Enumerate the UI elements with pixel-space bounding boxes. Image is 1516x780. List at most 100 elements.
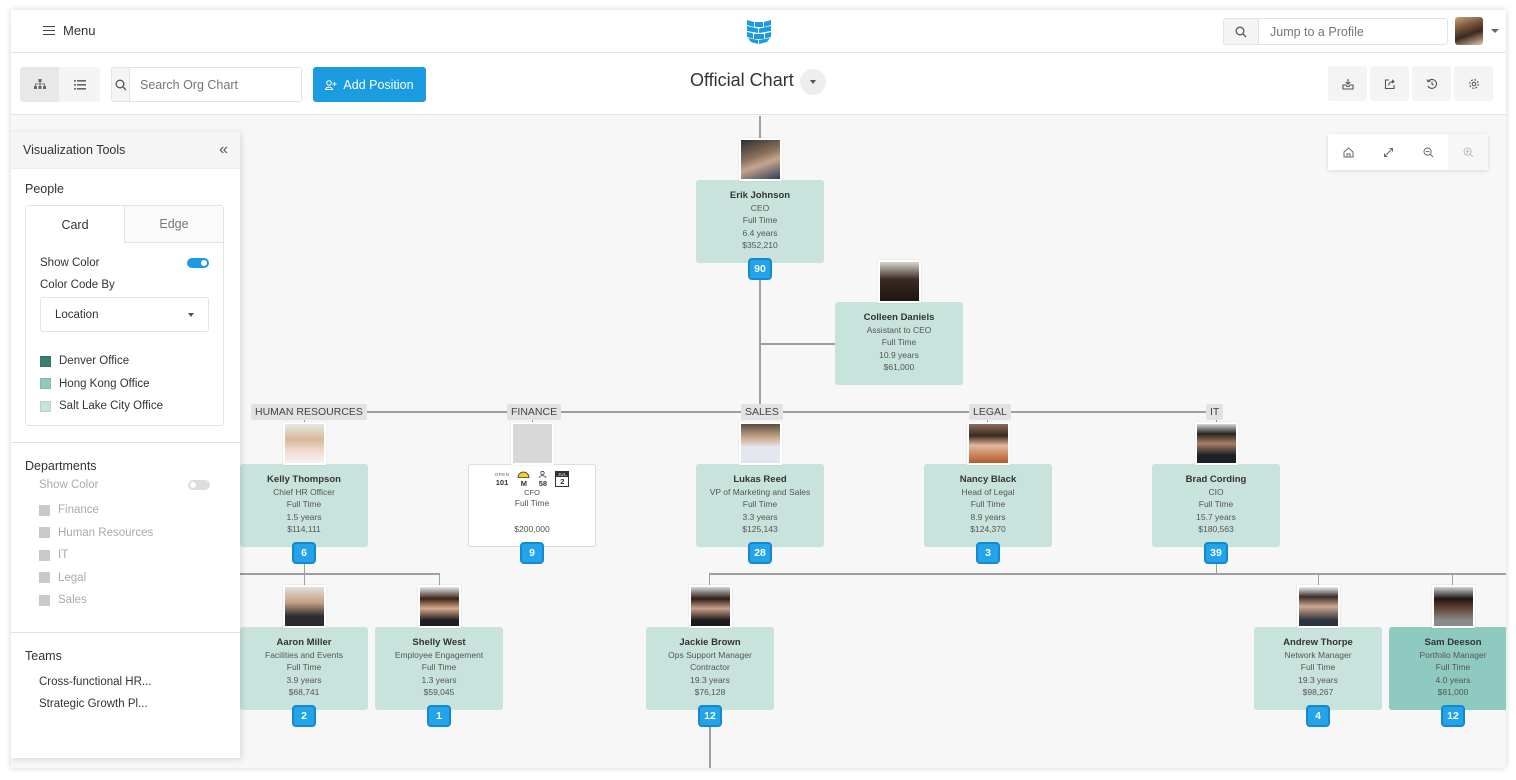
- profile-search-input[interactable]: [1259, 19, 1447, 44]
- menu-button[interactable]: Menu: [43, 23, 96, 38]
- person-card[interactable]: Nancy Black Head of Legal Full Time 8.9 …: [924, 464, 1052, 547]
- divider: [11, 442, 240, 443]
- person-title: VP of Marketing and Sales: [709, 487, 811, 497]
- zoom-in-button[interactable]: [1448, 134, 1488, 170]
- panel-title: Visualization Tools: [23, 143, 126, 157]
- share-button[interactable]: [1370, 66, 1409, 101]
- calendar-icon: JUL 2: [555, 471, 570, 487]
- people-settings-box: Card Edge Show Color Color Code By Locat…: [25, 205, 224, 426]
- tenure: 3.3 years: [742, 511, 778, 522]
- add-position-button[interactable]: Add Position: [313, 67, 426, 102]
- avatar: [1297, 585, 1340, 628]
- dept-label: Sales: [58, 594, 87, 607]
- person-card[interactable]: Lukas Reed VP of Marketing and Sales Ful…: [696, 464, 824, 547]
- salary: $114,111: [287, 523, 321, 534]
- dept-label-it[interactable]: IT: [1206, 404, 1224, 420]
- settings-button[interactable]: [1454, 66, 1493, 101]
- chart-actions: [1328, 66, 1493, 101]
- zoom-in-icon: [1463, 147, 1473, 157]
- direct-reports-count[interactable]: 28: [748, 542, 772, 564]
- org-chart-canvas[interactable]: HUMAN RESOURCES FINANCE SALES LEGAL IT E…: [11, 116, 1506, 768]
- color-swatch: [39, 527, 50, 539]
- connector-line: [709, 573, 1506, 575]
- salary: $180,563: [1198, 523, 1234, 534]
- salary: $61,000: [883, 361, 915, 372]
- list-view-button[interactable]: [60, 67, 100, 102]
- color-code-by-select[interactable]: Location: [40, 297, 209, 332]
- zoom-out-button[interactable]: [1408, 134, 1448, 170]
- person-card[interactable]: Brad Cording CIO Full Time 15.7 years $1…: [1152, 464, 1280, 547]
- person-card[interactable]: Jackie Brown Ops Support Manager Contrac…: [646, 627, 774, 710]
- dept-item-sales: Sales: [11, 589, 240, 612]
- employment-type: Contractor: [690, 662, 730, 673]
- toolbar: Add Position Official Chart: [11, 53, 1506, 115]
- avatar: [689, 585, 732, 628]
- salary: $124,370: [970, 523, 1006, 534]
- direct-reports-count[interactable]: 12: [698, 705, 722, 727]
- dept-label-human-resources[interactable]: HUMAN RESOURCES: [251, 404, 367, 420]
- dept-label: Human Resources: [58, 526, 154, 539]
- person-card[interactable]: Shelly West Employee Engagement Full Tim…: [375, 627, 503, 710]
- download-button[interactable]: [1328, 66, 1367, 101]
- history-icon: [1426, 78, 1437, 89]
- employment-type: Full Time: [1300, 662, 1336, 673]
- direct-reports-count[interactable]: 12: [1441, 705, 1465, 727]
- salary: $59,045: [423, 686, 455, 697]
- org-chart-view-button[interactable]: [20, 67, 60, 102]
- org-chart-icon: [33, 79, 46, 89]
- brick-wall-logo-icon[interactable]: [746, 19, 772, 45]
- tab-edge[interactable]: Edge: [125, 206, 223, 243]
- add-user-icon: [325, 79, 337, 90]
- salary: $81,000: [1437, 686, 1469, 697]
- collapse-panel-icon[interactable]: «: [219, 141, 228, 158]
- employment-type: Full Time: [421, 662, 457, 673]
- applicants: 58: [538, 470, 547, 488]
- dept-item-human-resources: Human Resources: [11, 522, 240, 545]
- departments-section-title: Departments: [25, 459, 97, 473]
- direct-reports-count[interactable]: 3: [976, 542, 1000, 564]
- user-avatar[interactable]: [1455, 17, 1483, 45]
- team-item[interactable]: Strategic Growth Pl...: [39, 697, 148, 710]
- dept-show-color-toggle[interactable]: [188, 480, 210, 490]
- profile-search[interactable]: [1223, 18, 1448, 45]
- legend-label: Salt Lake City Office: [59, 400, 163, 413]
- people-tabs: Card Edge: [26, 206, 223, 243]
- dept-label-finance[interactable]: FINANCE: [507, 404, 562, 420]
- home-button[interactable]: [1328, 134, 1368, 170]
- tab-card[interactable]: Card: [26, 206, 125, 243]
- direct-reports-count[interactable]: 39: [1204, 542, 1228, 564]
- org-chart-search-input[interactable]: [130, 68, 301, 101]
- chart-select-dropdown[interactable]: [800, 69, 826, 95]
- org-chart-search[interactable]: [111, 67, 302, 102]
- person-card[interactable]: Kelly Thompson Chief HR Officer Full Tim…: [240, 464, 368, 547]
- person-card[interactable]: Andrew Thorpe Network Manager Full Time …: [1254, 627, 1382, 710]
- dept-label-legal[interactable]: LEGAL: [969, 404, 1011, 420]
- gauge-icon: [517, 471, 530, 478]
- dept-label-sales[interactable]: SALES: [741, 404, 783, 420]
- connector-line: [1318, 573, 1319, 587]
- avatar: [283, 422, 326, 465]
- color-swatch: [39, 549, 50, 561]
- employment-type: Full Time: [514, 498, 550, 508]
- direct-reports-count[interactable]: 2: [292, 705, 316, 727]
- avatar: [1432, 585, 1475, 628]
- show-color-toggle[interactable]: [187, 258, 209, 268]
- direct-reports-count[interactable]: 6: [292, 542, 316, 564]
- person-card[interactable]: Aaron Miller Facilities and Events Full …: [240, 627, 368, 710]
- home-icon: [1343, 146, 1353, 157]
- person-card[interactable]: Colleen Daniels Assistant to CEO Full Ti…: [835, 302, 963, 385]
- fit-to-screen-button[interactable]: [1368, 134, 1408, 170]
- direct-reports-count[interactable]: 1: [427, 705, 451, 727]
- direct-reports-count[interactable]: 9: [520, 542, 544, 564]
- team-item[interactable]: Cross-functional HR...: [39, 675, 152, 688]
- direct-reports-count[interactable]: 90: [748, 258, 772, 280]
- person-title: Head of Legal: [961, 487, 1015, 497]
- history-button[interactable]: [1412, 66, 1451, 101]
- person-card[interactable]: Sam Deeson Portfolio Manager Full Time 4…: [1389, 627, 1506, 710]
- person-name: Brad Cording: [1185, 474, 1247, 485]
- person-card[interactable]: Erik Johnson CEO Full Time 6.4 years $35…: [696, 180, 824, 263]
- person-icon: [538, 470, 547, 479]
- user-menu-caret-icon[interactable]: [1491, 29, 1499, 33]
- direct-reports-count[interactable]: 4: [1306, 705, 1330, 727]
